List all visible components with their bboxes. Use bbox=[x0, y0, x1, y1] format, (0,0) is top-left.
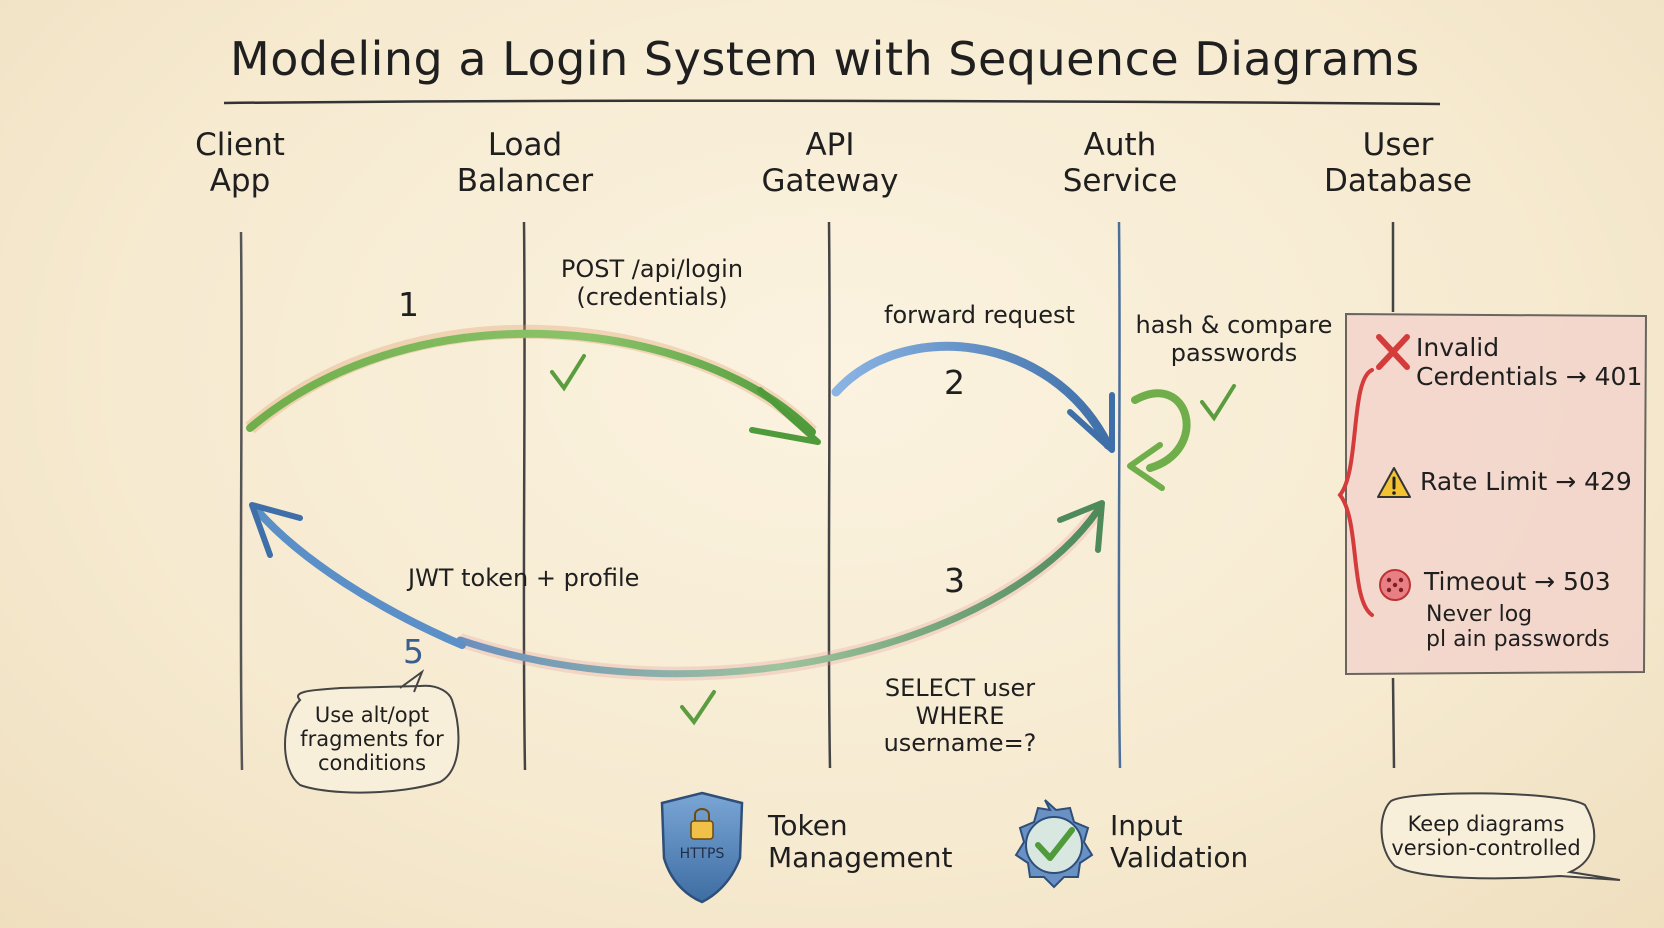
check-icon bbox=[550, 354, 586, 392]
legend-input-validation: Input Validation bbox=[1110, 809, 1249, 875]
participant-user-database: User Database bbox=[1324, 127, 1472, 199]
check-icon bbox=[1200, 384, 1236, 422]
warning-icon bbox=[1377, 467, 1411, 498]
arrow-post-login bbox=[245, 324, 821, 445]
note-fragments: Use alt/opt fragments for conditions bbox=[300, 703, 444, 776]
lifeline-user-database bbox=[1391, 222, 1396, 769]
check-icon bbox=[680, 690, 716, 726]
legend-token-management: Token Management bbox=[768, 809, 953, 875]
participant-client-app: Client App bbox=[195, 127, 285, 199]
note-version-controlled: Keep diagrams version-controlled bbox=[1391, 812, 1581, 861]
shield-badge-text: HTTPS bbox=[680, 846, 725, 862]
lifeline-auth-service bbox=[1117, 221, 1122, 769]
message-jwt-token: JWT token + profile bbox=[408, 564, 640, 592]
step-number-3: 3 bbox=[944, 561, 965, 600]
arrow-select-user bbox=[456, 500, 1105, 681]
lifeline-client-app bbox=[239, 231, 244, 771]
error-rate-limit: Rate Limit → 429 bbox=[1420, 467, 1632, 496]
lifeline-api-gateway bbox=[827, 221, 832, 769]
error-box bbox=[1337, 312, 1648, 676]
arrow-forward-request bbox=[831, 341, 1115, 453]
step-number-5: 5 bbox=[403, 632, 424, 671]
step-number-2: 2 bbox=[944, 363, 965, 402]
arrow-jwt-return bbox=[249, 502, 466, 649]
participant-load-balancer: Load Balancer bbox=[456, 127, 594, 199]
page-title: Modeling a Login System with Sequence Di… bbox=[230, 32, 1420, 86]
error-timeout: Timeout → 503 bbox=[1424, 567, 1611, 596]
message-select-user: SELECT user WHERE username=? bbox=[883, 674, 1037, 758]
error-invalid-credentials: Invalid Cerdentials → 401 bbox=[1416, 333, 1643, 391]
error-note: Never log pl ain passwords bbox=[1426, 602, 1610, 653]
title-underline bbox=[223, 99, 1441, 106]
shield-https-icon: HTTPS bbox=[660, 791, 744, 904]
message-hash-compare: hash & compare passwords bbox=[1135, 311, 1333, 367]
message-post-login: POST /api/login (credentials) bbox=[560, 255, 744, 311]
lifeline-load-balancer bbox=[522, 221, 527, 771]
participant-api-gateway: API Gateway bbox=[761, 127, 899, 199]
message-forward-request: forward request bbox=[884, 301, 1075, 329]
arrow-hash-compare bbox=[1127, 389, 1191, 491]
step-number-1: 1 bbox=[398, 285, 419, 324]
note-bubble-version bbox=[1380, 792, 1621, 881]
participant-auth-service: Auth Service bbox=[1062, 127, 1178, 199]
note-bubble-fragments bbox=[284, 669, 460, 794]
x-icon bbox=[1376, 334, 1410, 370]
timeout-icon bbox=[1379, 569, 1411, 601]
check-badge-icon bbox=[1014, 799, 1094, 889]
